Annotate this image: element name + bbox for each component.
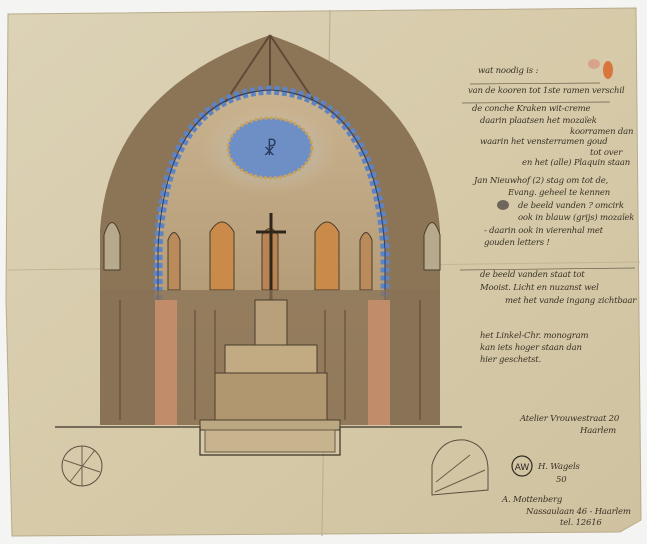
svg-text:AW: AW [515,463,530,473]
note-line: kan iets hoger staan dan [480,343,582,353]
floor-line [55,426,462,456]
window [103,222,121,271]
note-line: tot over [590,148,623,158]
altar [199,299,341,453]
note-line: het Linkel-Chr. monogram [480,331,589,341]
note-line: Mooist. Licht en nuzanst wel [480,283,599,293]
footer-line: Nassaulaan 46 - Haarlem [526,507,631,517]
note-line: - daarin ook in vierenhal met [484,226,603,236]
note-line: met het vande ingang zichtbaar [505,296,637,306]
arch-sketch [431,439,489,496]
footer-line: A. Mottenberg [502,495,563,505]
note-line: Evang. geheel te kennen [508,188,611,198]
christ-monogram-medallion [226,116,314,180]
note-line: koorramen dan [570,127,634,137]
note-line: wat noodig is : [478,66,539,76]
note-line: de beeld vanden staat tot [480,270,585,280]
pillar [155,300,177,425]
signature-number: 50 [556,475,567,485]
crucifix [256,213,286,300]
note-line: waarin het vensterramen goud [480,137,608,147]
address-line: Atelier Vrouwestraat 20 [520,414,620,424]
svg-text:☧: ☧ [263,138,277,160]
address-line: Haarlem [580,426,617,436]
note-line: hier geschetst. [480,355,541,365]
note-line: de beeld vanden ? omcirk [518,201,624,211]
artist-monogram [511,455,533,477]
note-line: Jan Nieuwhof (2) stag om tot de, [474,176,609,186]
note-line: en het (alle) Plaquin staan [522,158,631,168]
apse-windows [167,221,373,291]
signature: H. Wagels [538,462,580,472]
note-line: daarin plaatsen het mozaïek [480,116,597,126]
note-line: de conche Kraken wit-creme [472,104,591,114]
note-line: ook in blauw (grijs) mozaïek [518,213,635,223]
pillar [368,300,390,425]
window [423,222,441,271]
note-line: van de kooren tot 1ste ramen verschil [468,86,625,96]
note-line: gouden letters ! [484,238,550,248]
footer-line: tel. 12616 [560,518,602,528]
